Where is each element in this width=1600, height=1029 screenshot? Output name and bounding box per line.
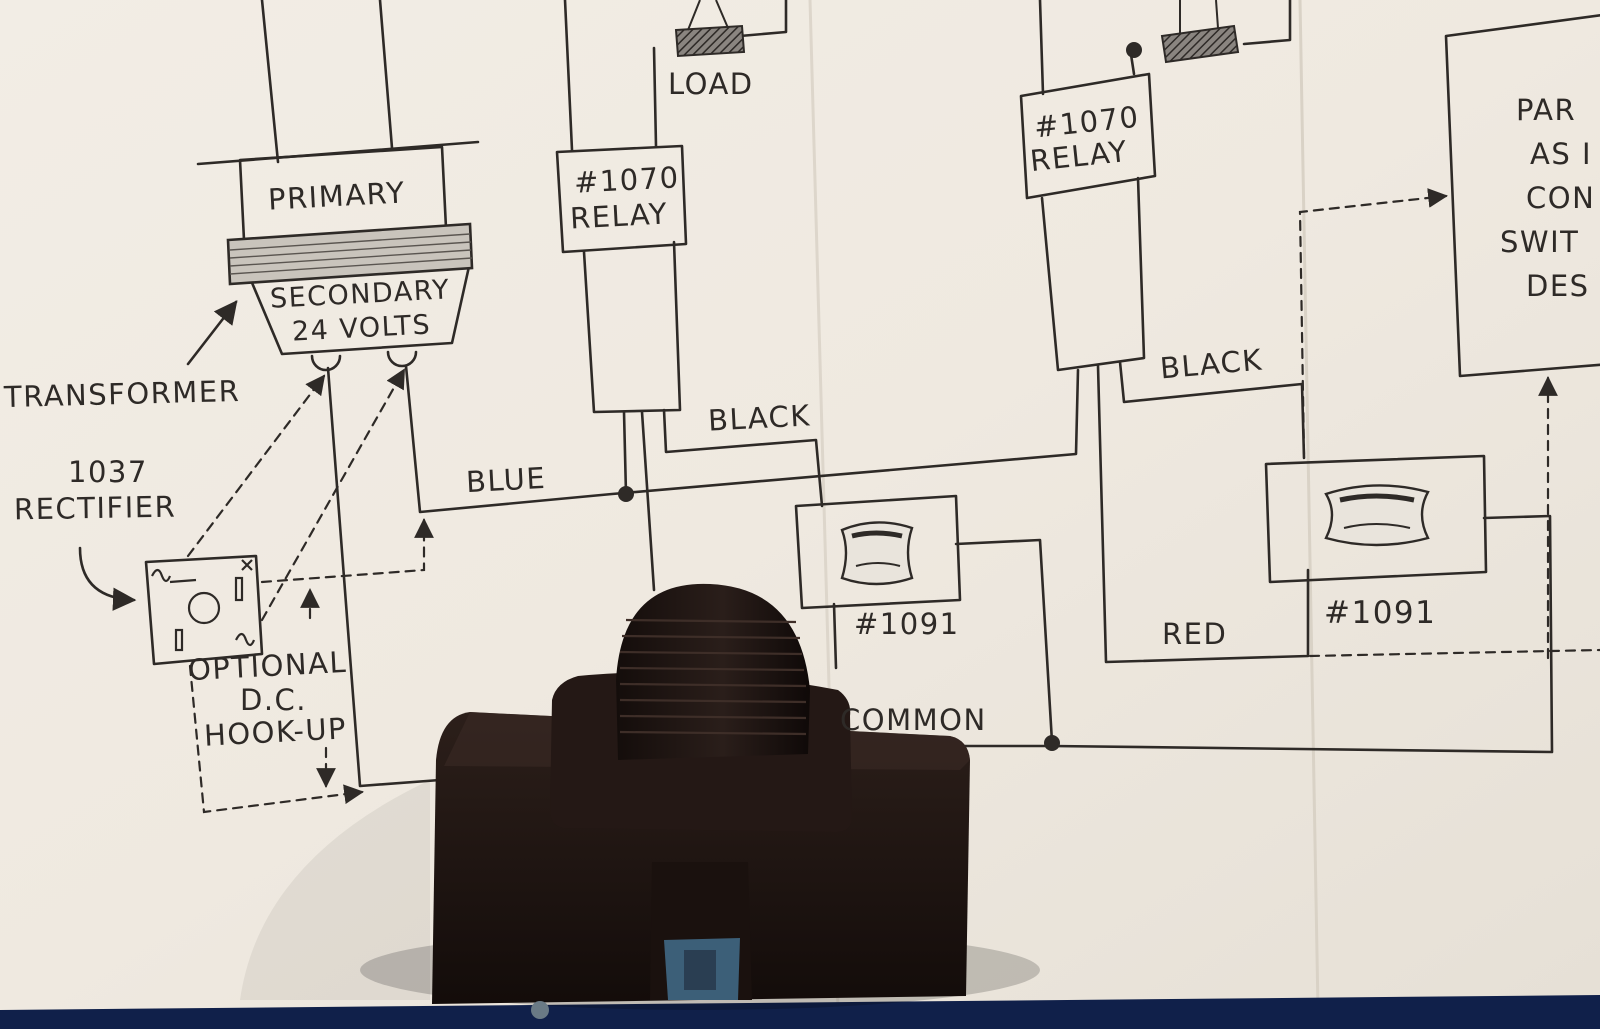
blue-fabric bbox=[0, 995, 1600, 1029]
black-wire-label-1: BLACK bbox=[707, 398, 812, 438]
load-label: LOAD bbox=[668, 67, 754, 101]
red-wire-label: RED bbox=[1162, 617, 1228, 651]
switch2-label: #1091 bbox=[1324, 595, 1437, 631]
junction-dots bbox=[618, 42, 1142, 751]
panel-line-3: CON bbox=[1526, 181, 1596, 215]
optional-dc-dashed-lines bbox=[186, 188, 1600, 814]
rocker-switch-icon bbox=[1324, 484, 1430, 547]
panel-line-5: DES bbox=[1526, 269, 1590, 303]
switch1-label: #1091 bbox=[854, 607, 960, 641]
panel-line-1: PAR bbox=[1516, 93, 1577, 127]
diagram-lines bbox=[78, 0, 1600, 788]
rocker-switch-icon bbox=[840, 521, 914, 586]
paper-fold bbox=[1298, 0, 1320, 1011]
blue-wire-label: BLUE bbox=[465, 460, 547, 500]
transformer-core bbox=[226, 222, 474, 286]
rectifier-label: RECTIFIER bbox=[13, 489, 177, 527]
relay1-label: RELAY bbox=[569, 196, 669, 236]
relay1-number-label: #1070 bbox=[573, 160, 681, 200]
knob-ridges bbox=[619, 618, 807, 736]
panel-line-2: AS I bbox=[1530, 137, 1593, 171]
common-wire-label: COMMON bbox=[840, 703, 987, 737]
physical-switch bbox=[240, 583, 1040, 1019]
transformer-label: TRANSFORMER bbox=[3, 373, 241, 415]
rectifier-number-label: 1037 bbox=[68, 455, 148, 489]
dc-label: D.C. bbox=[240, 683, 308, 717]
rectifier-symbol-icon bbox=[151, 559, 256, 652]
lamp-socket-icon bbox=[1160, 0, 1240, 64]
hookup-label: HOOK-UP bbox=[203, 711, 348, 753]
lamp-socket-icon bbox=[674, 0, 746, 58]
primary-label: PRIMARY bbox=[267, 175, 407, 217]
panel-line-4: SWIT bbox=[1500, 225, 1580, 259]
